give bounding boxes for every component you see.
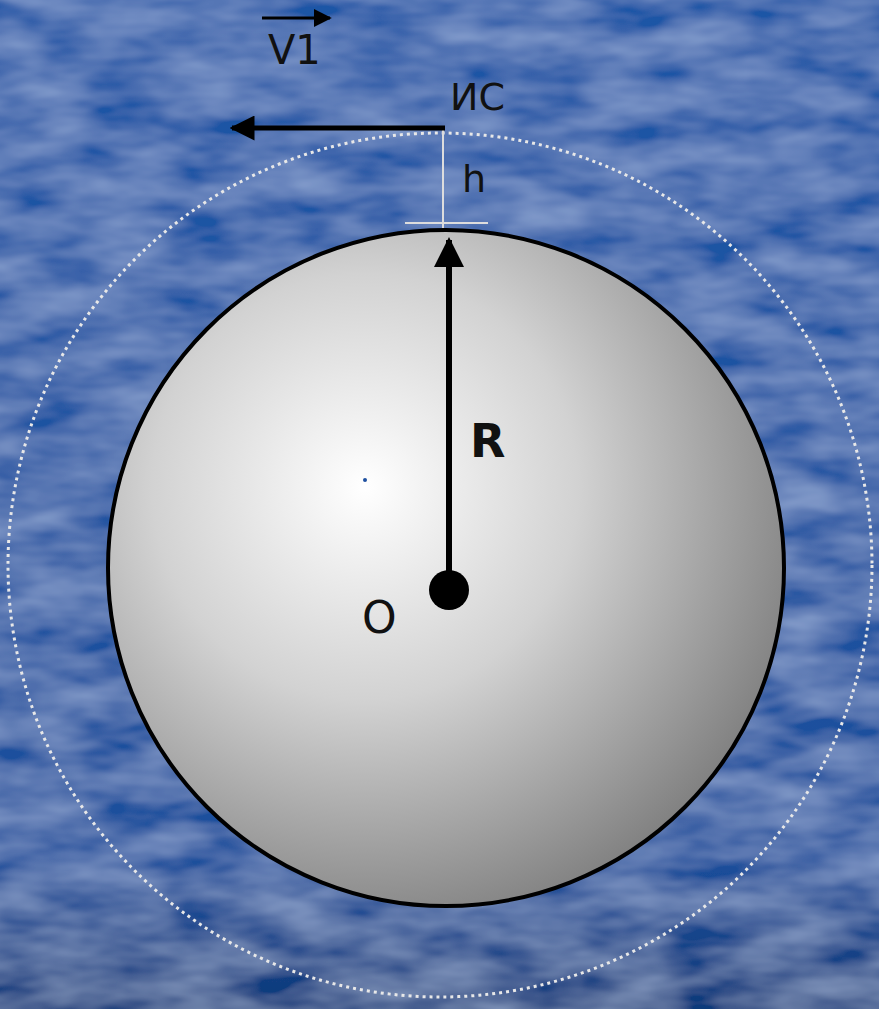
height-label: h — [462, 160, 486, 198]
radius-arrow — [446, 240, 452, 588]
center-point — [429, 570, 469, 610]
dot — [363, 478, 367, 482]
center-label: O — [362, 596, 397, 640]
satellite-label: ИС — [450, 78, 505, 116]
earth-sphere — [108, 230, 784, 906]
radius-label: R — [470, 418, 505, 464]
height-tick — [405, 222, 488, 224]
velocity-arrow — [232, 126, 445, 131]
vector-sign — [262, 17, 330, 20]
height-line — [442, 128, 444, 228]
velocity-label: V1 — [268, 30, 321, 70]
orbit-circle — [8, 133, 872, 997]
